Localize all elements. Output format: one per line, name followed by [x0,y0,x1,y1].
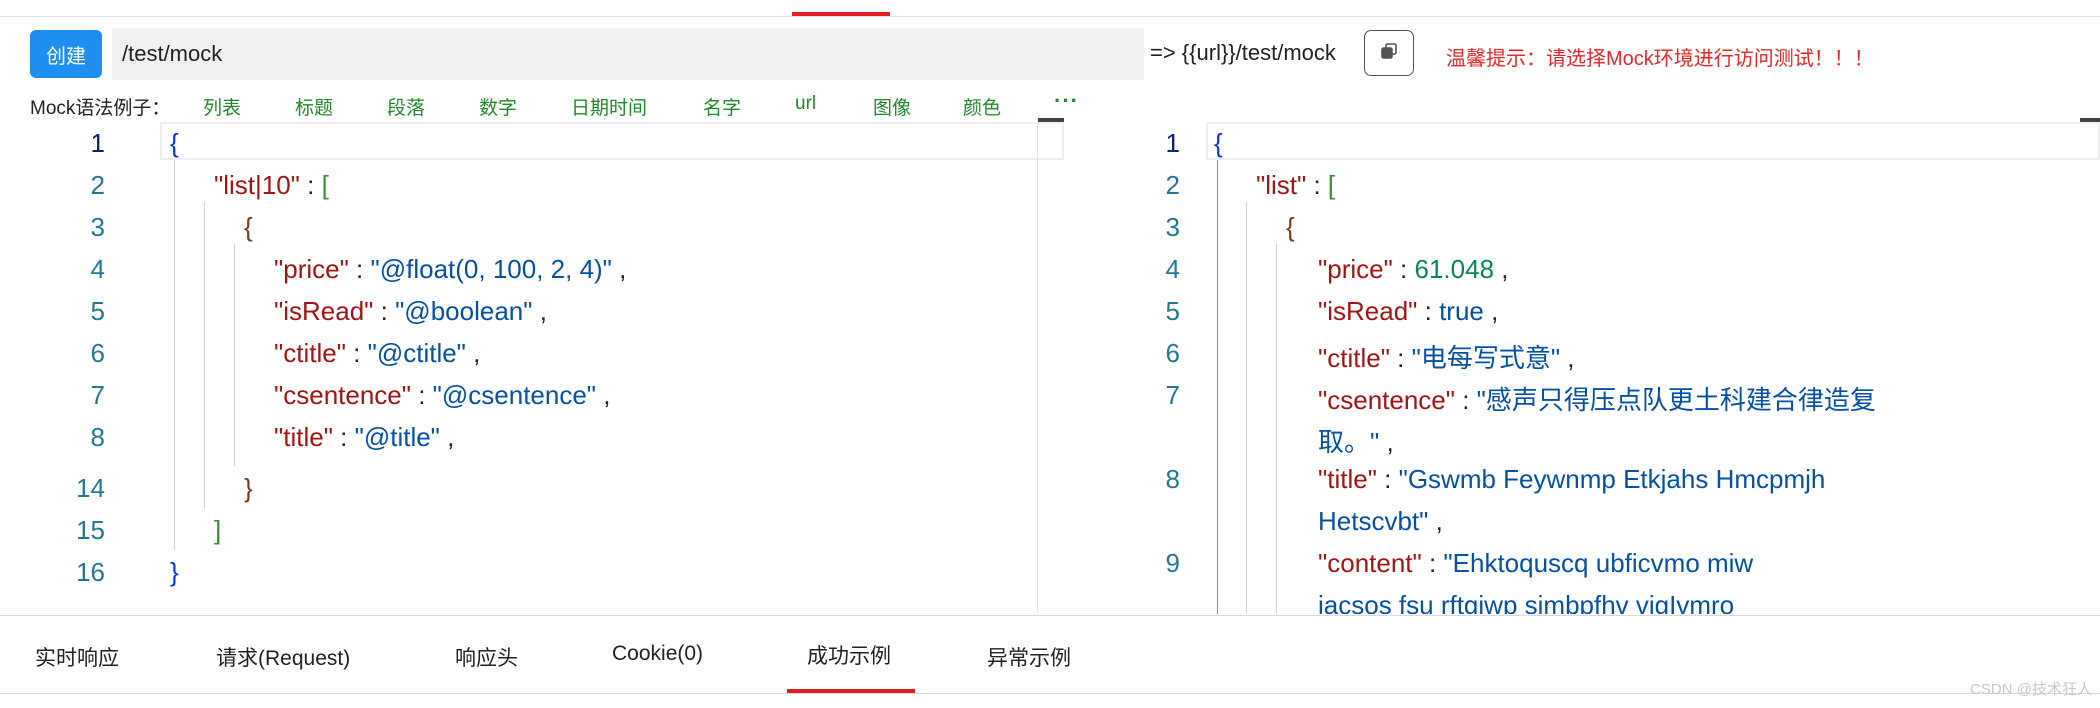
line-number: 3 [1165,212,1180,242]
copy-icon [1381,42,1397,64]
code-line: "list" : [ [1256,170,1336,200]
active-tab-indicator [787,689,915,693]
line-number: 3 [90,212,105,242]
copy-button[interactable] [1364,30,1414,76]
top-active-tab-indicator [792,12,890,16]
preview-scrollbar-thumb[interactable] [2080,118,2100,122]
mock-examples-label: Mock语法例子： [30,98,171,119]
code-line: } [170,557,179,587]
example-color[interactable]: 颜色 [963,98,1002,119]
editor-scrollbar[interactable] [1037,118,1038,614]
line-number: 1 [90,128,105,158]
line-number: 4 [1165,254,1180,284]
indent-guide [234,244,235,466]
code-line: { [170,128,179,158]
line-number: 2 [90,170,105,200]
line-number: 7 [90,380,105,410]
tabs-top-divider [0,615,2100,616]
line-number: 6 [90,338,105,368]
tabs-bottom-divider [0,693,2100,694]
line-number: 5 [1165,296,1180,326]
mock-preview-editor[interactable]: 1 2 3 4 5 6 7 8 9 { "list" : [ { "price"… [1064,118,2100,614]
code-line: ] [214,515,222,545]
line-number: 9 [1165,548,1180,578]
code-line: "ctitle" : "电每写式意" , [1318,343,1575,373]
indent-guide [174,160,175,550]
tab-success-example[interactable]: 成功示例 [807,645,891,668]
indent-guide [204,202,205,508]
code-line: "price" : "@float(0, 100, 2, 4)" , [274,254,627,284]
code-line: "content" : "Ehktoquscq ubficvmo miw [1318,548,1754,578]
example-image[interactable]: 图像 [873,98,912,119]
code-line-wrap: 取。" , [1318,427,1394,457]
example-datetime[interactable]: 日期时间 [571,98,648,119]
line-number: 8 [90,422,105,452]
tab-response-headers[interactable]: 响应头 [455,647,518,670]
tab-cookie[interactable]: Cookie(0) [612,642,704,665]
current-line-highlight [1206,122,2100,160]
line-number: 5 [90,296,105,326]
code-line-wrap: Hetscvbt" , [1318,506,1443,536]
indent-guide [1217,160,1218,614]
more-examples-icon[interactable]: ··· [1054,88,1079,113]
env-tip: 温馨提示：请选择Mock环境进行访问测试！！！ [1446,48,1874,70]
line-number: 15 [76,515,105,545]
indent-guide [1276,244,1277,614]
line-number: 7 [1165,380,1180,410]
code-line: "ctitle" : "@ctitle" , [274,338,481,368]
code-line: { [244,212,253,242]
tab-realtime-response[interactable]: 实时响应 [35,647,119,670]
indent-guide [1246,202,1247,614]
code-line: "title" : "Gswmb Feywnmp Etkjahs Hmcpmjh [1318,464,1826,494]
url-preview: => {{url}}/test/mock [1150,40,1336,65]
tab-request[interactable]: 请求(Request) [216,647,351,670]
watermark: CSDN @技术狂人 [1970,681,2092,698]
code-line: "isRead" : true , [1318,296,1499,326]
line-number: 16 [76,557,105,587]
path-input[interactable] [112,28,1144,80]
code-line: "list|10" : [ [214,170,329,200]
code-line: "csentence" : "感声只得压点队更土科建合律造复 [1318,385,1876,415]
line-number: 8 [1165,464,1180,494]
example-paragraph[interactable]: 段落 [387,98,426,119]
code-line: { [1214,128,1223,158]
code-line: } [244,473,253,503]
code-line-wrap: iacsos fsu rftgiwp simbpfhv vigIvmro [1318,590,1735,614]
example-number[interactable]: 数字 [479,98,518,119]
current-line-highlight [160,122,1064,160]
example-title[interactable]: 标题 [295,98,334,119]
example-name[interactable]: 名字 [703,98,742,119]
code-line: "isRead" : "@boolean" , [274,296,547,326]
line-number: 6 [1165,338,1180,368]
line-number: 1 [1165,128,1180,158]
top-divider [0,16,2100,17]
code-line: "title" : "@title" , [274,422,455,452]
example-list[interactable]: 列表 [203,98,242,119]
code-line: "csentence" : "@csentence" , [274,380,611,410]
tab-error-example[interactable]: 异常示例 [987,647,1071,670]
code-line: "price" : 61.048 , [1318,254,1509,284]
example-url[interactable]: url [795,93,817,114]
line-number: 2 [1165,170,1180,200]
line-number: 4 [90,254,105,284]
mock-template-editor[interactable]: 1 2 3 4 5 6 7 8 14 15 16 { "list|10" : [… [0,118,1064,614]
line-number: 14 [76,473,105,503]
editor-scrollbar-thumb[interactable] [1038,118,1064,122]
create-button[interactable]: 创建 [30,30,102,78]
code-line: { [1286,212,1295,242]
